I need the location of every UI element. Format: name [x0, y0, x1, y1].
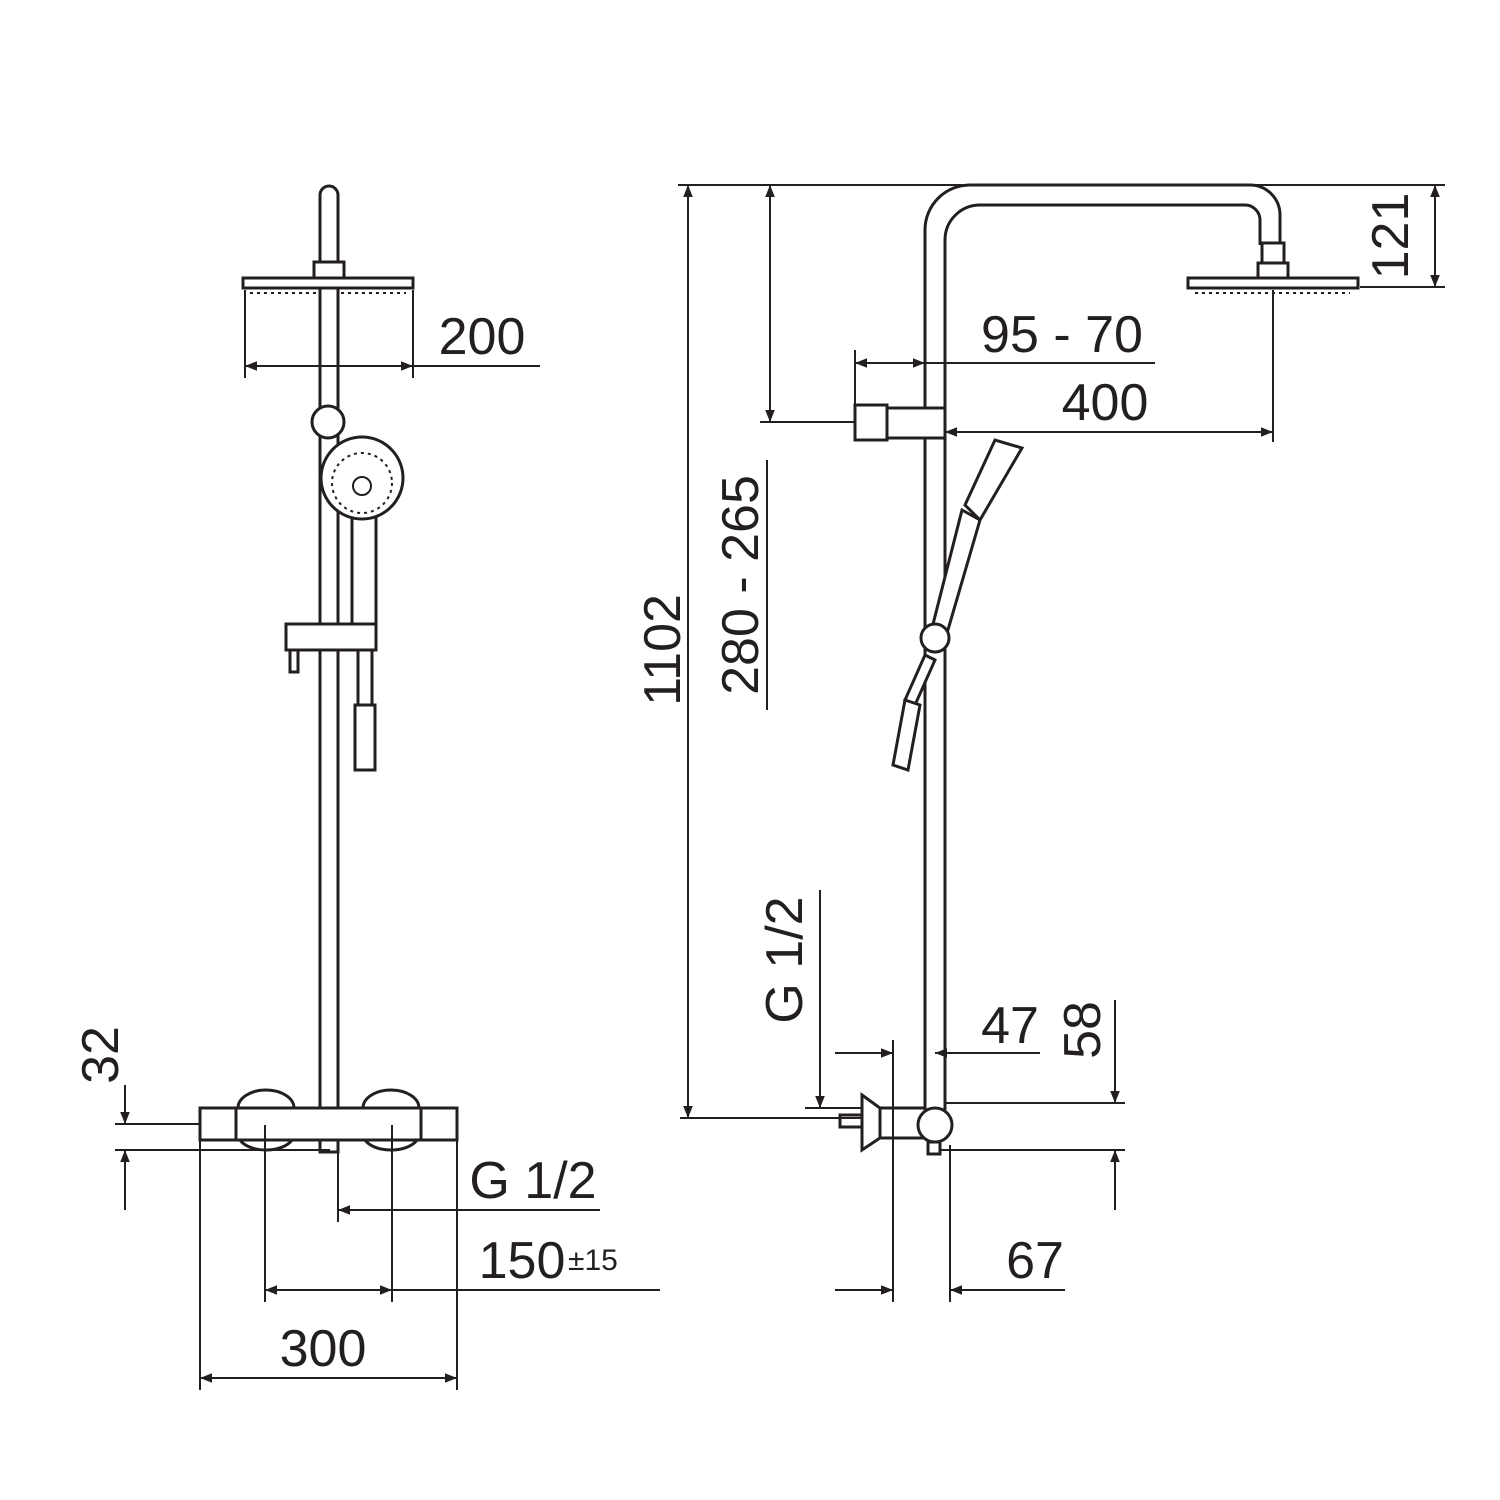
- side-thermostat: [916, 1106, 954, 1144]
- side-view: 1102 280 - 265 121 95 - 70 400 G 1/2 47 …: [634, 183, 1445, 1302]
- dim-connection-height: 58: [1054, 1001, 1112, 1059]
- dim-body-depth: 67: [1006, 1232, 1064, 1290]
- dim-front-inlet-thread: G 1/2: [469, 1152, 596, 1210]
- dim-wall-distance: 47: [981, 997, 1039, 1055]
- side-hand-shower: [963, 438, 1025, 523]
- dim-arm-projection: 400: [1062, 374, 1149, 432]
- dim-head-drop: 121: [1362, 193, 1420, 280]
- hose: [356, 648, 374, 707]
- thermostat-body: [198, 1106, 459, 1142]
- front-view: 200 32 G 1/2 150 ±15 300: [72, 184, 660, 1390]
- head-joint: [312, 260, 346, 280]
- dim-holder-offset: 95 - 70: [981, 306, 1143, 364]
- dim-overall-width: 300: [280, 1320, 367, 1378]
- hand-shower-handle: [350, 503, 378, 632]
- dim-thermostat-height: 32: [72, 1026, 130, 1084]
- slide-holder: [284, 622, 378, 652]
- rod-ball: [310, 404, 346, 440]
- side-overhead-shower: [1186, 276, 1360, 290]
- dim-head-width: 200: [439, 308, 526, 366]
- dim-total-height: 1102: [634, 594, 692, 706]
- head-arm: [318, 184, 340, 265]
- dim-inlet-tolerance-sign: ±15: [568, 1244, 618, 1277]
- dim-holder-distance: 280 - 265: [712, 475, 770, 695]
- dim-inlet-spacing: 150: [479, 1232, 566, 1290]
- side-slide-holder: [885, 406, 947, 440]
- dim-side-inlet-thread: G 1/2: [756, 896, 814, 1023]
